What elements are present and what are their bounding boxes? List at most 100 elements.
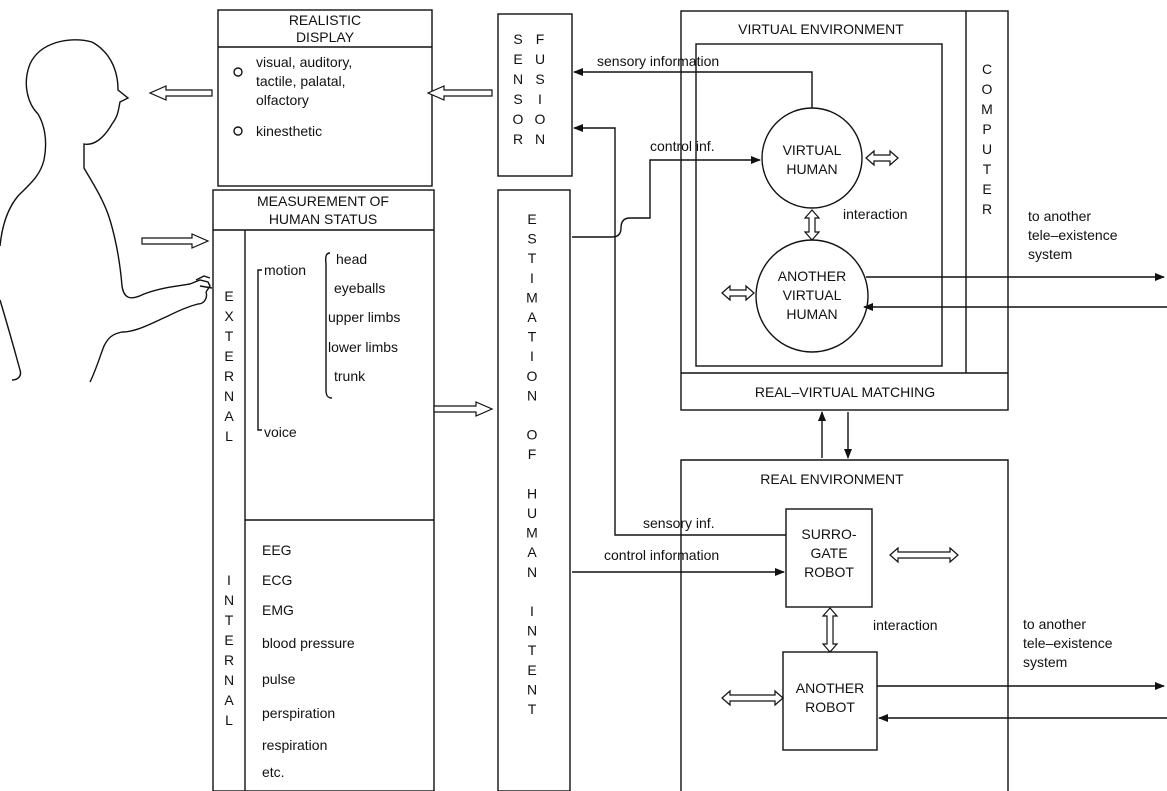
display-item2: kinesthetic (256, 123, 322, 139)
sensory-information-label: sensory information (597, 53, 719, 69)
estimation-letter: I (530, 270, 534, 286)
control-information-label: control information (604, 547, 719, 563)
real-interaction-label: interaction (873, 617, 938, 633)
internal-item: EEG (262, 542, 292, 558)
estimation-letter: I (530, 348, 534, 364)
control-inf-label: control inf. (650, 138, 715, 154)
sensor-letter: R (513, 131, 523, 147)
motion-item: head (336, 251, 367, 267)
internal-letter: E (224, 632, 233, 648)
fusion-letter: U (535, 51, 545, 67)
estimation-letter: F (528, 446, 537, 462)
real-virtual-matching: REAL–VIRTUAL MATCHING (755, 384, 935, 400)
surrogate-line2: GATE (810, 545, 847, 561)
realistic-display-box: REALISTIC DISPLAY visual, auditory, tact… (217, 9, 433, 187)
motion-items-brace (324, 252, 333, 399)
fusion-letter: F (536, 31, 545, 47)
real-sensory-line (573, 124, 786, 536)
measurement-title-1: MEASUREMENT OF (257, 193, 389, 209)
external-letter: A (224, 408, 234, 424)
computer-letter: O (982, 81, 993, 97)
control-inf-line (572, 156, 761, 238)
external-letter: N (224, 388, 234, 404)
display-to-human-arrow (148, 85, 213, 101)
computer-letter: T (983, 161, 992, 177)
another-robot-node: ANOTHER ROBOT (782, 651, 878, 751)
estimation-letter: N (527, 681, 537, 697)
another-vh-line1: ANOTHER (778, 268, 846, 284)
computer-letter: U (982, 141, 992, 157)
tele-existence-2: tele–existence (1023, 635, 1113, 651)
virtual-env-title: VIRTUAL ENVIRONMENT (738, 21, 904, 37)
virtual-human-node: VIRTUAL HUMAN (761, 107, 863, 209)
estimation-letter: A (527, 309, 537, 325)
estimation-letter: T (528, 701, 537, 717)
another-vh-line2: VIRTUAL (783, 287, 842, 303)
internal-letter: N (224, 592, 234, 608)
another-vh-io-arrow (721, 284, 755, 302)
motion-item: eyeballs (334, 280, 385, 296)
sensory-inf-label: sensory inf. (643, 515, 715, 531)
sensor-letter: N (513, 71, 523, 87)
computer-letter: R (982, 201, 992, 217)
estimation-letter: N (527, 623, 537, 639)
internal-letter: A (224, 692, 234, 708)
virtual-human-line2: HUMAN (786, 161, 837, 177)
estimation-letter: U (527, 505, 537, 521)
fusion-to-display-arrow (426, 85, 493, 101)
fusion-letter: I (538, 91, 542, 107)
external-letter: R (224, 368, 234, 384)
motion-item: lower limbs (328, 339, 398, 355)
virtual-human-io-arrow (865, 149, 899, 167)
fusion-letter: O (535, 111, 546, 127)
internal-item: EMG (262, 602, 294, 618)
internal-letter: I (227, 572, 231, 588)
virtual-interaction-label: interaction (843, 206, 908, 222)
computer-letter: C (982, 61, 992, 77)
estimation-letter: H (527, 485, 537, 501)
estimation-letter: T (528, 329, 537, 345)
virtual-human-line1: VIRTUAL (783, 142, 842, 158)
to-another-1: to another (1028, 208, 1091, 224)
sensor-letter: S (513, 91, 522, 107)
another-vh-line3: HUMAN (786, 306, 837, 322)
estimation-letter: E (527, 211, 536, 227)
surrogate-line1: SURRO- (801, 526, 857, 542)
internal-item: ECG (262, 572, 292, 588)
display-title-1: REALISTIC (289, 12, 361, 28)
tele-existence-1: tele–existence (1028, 227, 1118, 243)
sensor-letter: O (513, 111, 524, 127)
internal-letter: N (224, 672, 234, 688)
estimation-letter: E (527, 662, 536, 678)
estimation-letter: N (527, 387, 537, 403)
estimation-letter: I (530, 603, 534, 619)
sensor-letter: S (513, 31, 522, 47)
sensory-information-line (573, 68, 813, 108)
internal-item: perspiration (262, 705, 335, 721)
motion-label: motion (264, 262, 306, 278)
bullet-icon (233, 126, 243, 136)
to-another-2: to another (1023, 616, 1086, 632)
fusion-letter: N (535, 131, 545, 147)
measurement-to-estimation-arrow (433, 401, 494, 417)
external-letter: L (225, 428, 233, 444)
display-title-2: DISPLAY (296, 29, 355, 45)
internal-item: blood pressure (262, 635, 355, 651)
human-to-measurement-arrow (141, 233, 210, 249)
internal-item: respiration (262, 737, 327, 753)
external-letter: E (224, 348, 233, 364)
internal-item: pulse (262, 671, 296, 687)
system-2: system (1023, 654, 1067, 670)
display-item1-line2: tactile, palatal, (256, 73, 346, 89)
motion-bracket (257, 269, 262, 431)
estimation-letter: T (528, 642, 537, 658)
display-item1-line1: visual, auditory, (256, 54, 352, 70)
estimation-letter: T (528, 250, 537, 266)
computer-letter: E (982, 181, 991, 197)
computer-letter: P (982, 121, 991, 137)
